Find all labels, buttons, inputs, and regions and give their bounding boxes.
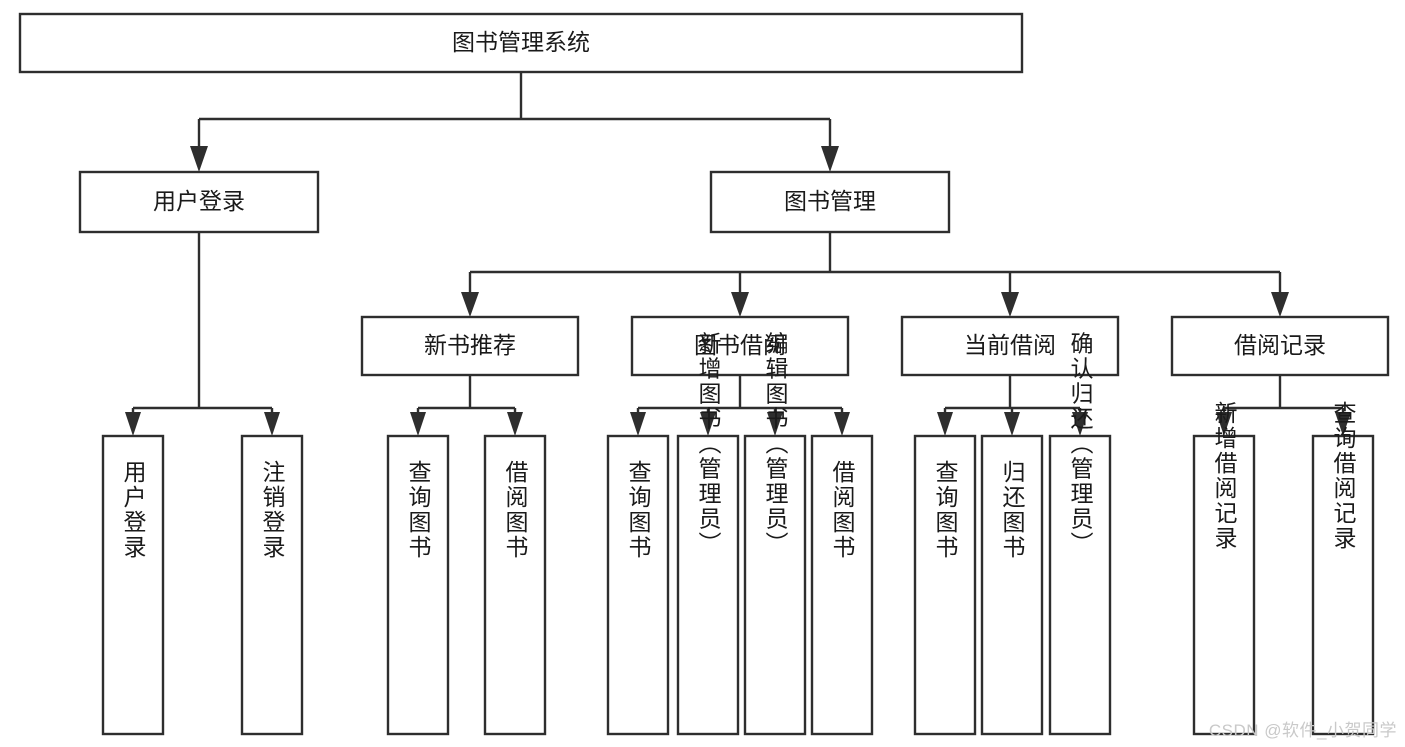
arrowhead-record-leaf-1 [1216, 412, 1232, 436]
leaf-node[interactable]: 新增借阅记录 [1192, 401, 1256, 736]
leaf-newbook-borrow-box[interactable] [483, 434, 547, 736]
leaf-node[interactable]: 查询图书 [913, 434, 977, 736]
leaf-node[interactable]: 新增图书（管理员） [676, 332, 740, 736]
arrowhead-borrow-leaf-4 [834, 412, 850, 436]
leaf-node[interactable]: 查询图书 [386, 434, 450, 736]
leaf-node[interactable]: 编辑图书（管理员） [743, 332, 807, 736]
node-borrow-record-label: 借阅记录 [1234, 332, 1326, 358]
leaf-user-login-box[interactable] [101, 434, 165, 736]
leaf-node[interactable]: 用户登录 [101, 434, 165, 736]
node-borrow-record-box[interactable] [1170, 315, 1390, 377]
arrowhead-newbook [461, 292, 479, 317]
node-book-management-label: 图书管理 [784, 188, 876, 214]
arrowhead-user-login [190, 146, 208, 172]
node-user-login-label: 用户登录 [153, 188, 245, 214]
leaf-borrow-addbook-box[interactable] [676, 434, 740, 736]
leaf-borrow-addbook-label: 新增图书（管理员） [695, 332, 722, 557]
node-user-login[interactable]: 用户登录 [78, 170, 320, 234]
node-user-login-box[interactable] [78, 170, 320, 234]
arrowhead-leaf-user-login [125, 412, 141, 436]
leaf-logout-box[interactable] [240, 434, 304, 736]
leaf-borrow-borrowbook-box[interactable] [810, 434, 874, 736]
leaf-node[interactable]: 归还图书 [980, 434, 1044, 736]
leaf-record-query-label: 查询借阅记录 [1330, 401, 1357, 551]
arrowhead-newbook-leaf-1 [410, 412, 426, 436]
leaf-node[interactable]: 查询图书 [606, 434, 670, 736]
node-book-management-box[interactable] [709, 170, 951, 234]
node-root-system-label: 图书管理系统 [452, 29, 590, 55]
leaf-record-add-box[interactable] [1192, 434, 1256, 736]
leaf-borrow-query-box[interactable] [606, 434, 670, 736]
node-current-borrow-box[interactable] [900, 315, 1120, 377]
leaf-node[interactable]: 借阅图书 [810, 434, 874, 736]
arrowhead-borrow [731, 292, 749, 317]
leaf-current-confirm-return-label: 确认归还（管理员） [1067, 332, 1094, 557]
connector-layer [125, 72, 1351, 436]
leaf-logout-label: 注销登录 [259, 460, 286, 560]
arrowhead-borrow-leaf-1 [630, 412, 646, 436]
leaf-current-query-box[interactable] [913, 434, 977, 736]
arrowhead-borrow-leaf-3 [767, 412, 783, 436]
arrowhead-record [1271, 292, 1289, 317]
arrowhead-current-leaf-1 [937, 412, 953, 436]
arrowhead-newbook-leaf-2 [507, 412, 523, 436]
node-new-book-recommend[interactable]: 新书推荐 [360, 315, 580, 377]
leaf-node[interactable]: 注销登录 [240, 434, 304, 736]
leaf-borrow-editbook-label: 编辑图书（管理员） [762, 332, 789, 557]
node-current-borrow-label: 当前借阅 [964, 332, 1056, 358]
node-borrow-record[interactable]: 借阅记录 [1170, 315, 1390, 377]
node-new-book-recommend-box[interactable] [360, 315, 580, 377]
node-book-borrow-label: 图书借阅 [694, 332, 786, 358]
node-book-borrow[interactable]: 图书借阅 [630, 315, 850, 377]
leaf-node[interactable]: 查询借阅记录 [1311, 401, 1375, 736]
node-book-management[interactable]: 图书管理 [709, 170, 951, 234]
leaf-newbook-query-box[interactable] [386, 434, 450, 736]
leaf-newbook-query-label: 查询图书 [405, 460, 432, 560]
leaf-newbook-borrow-label: 借阅图书 [502, 460, 529, 560]
leaf-node[interactable]: 借阅图书 [483, 434, 547, 736]
leaf-borrow-editbook-box[interactable] [743, 434, 807, 736]
arrowhead-current-leaf-3 [1072, 412, 1088, 436]
node-new-book-recommend-label: 新书推荐 [424, 332, 516, 358]
leaf-current-confirm-return-box[interactable] [1048, 434, 1112, 736]
leaf-borrow-borrowbook-label: 借阅图书 [829, 460, 856, 560]
arrowhead-book-mgmt [821, 146, 839, 172]
leaf-node[interactable]: 确认归还（管理员） [1048, 332, 1112, 736]
leaf-record-query-box[interactable] [1311, 434, 1375, 736]
leaf-current-query-label: 查询图书 [932, 460, 959, 560]
leaf-borrow-query-label: 查询图书 [625, 460, 652, 560]
arrowhead-current [1001, 292, 1019, 317]
arrowhead-record-leaf-2 [1335, 412, 1351, 436]
node-root-system-box[interactable] [18, 12, 1024, 74]
leaf-user-login-label: 用户登录 [120, 460, 147, 560]
arrowhead-current-leaf-2 [1004, 412, 1020, 436]
node-current-borrow[interactable]: 当前借阅 [900, 315, 1120, 377]
node-root-system[interactable]: 图书管理系统 [18, 12, 1024, 74]
leaf-record-add-label: 新增借阅记录 [1211, 401, 1238, 551]
node-book-borrow-box[interactable] [630, 315, 850, 377]
leaf-current-return-label: 归还图书 [999, 460, 1026, 560]
arrowhead-borrow-leaf-2 [700, 412, 716, 436]
leaf-current-return-box[interactable] [980, 434, 1044, 736]
arrowhead-leaf-logout [264, 412, 280, 436]
